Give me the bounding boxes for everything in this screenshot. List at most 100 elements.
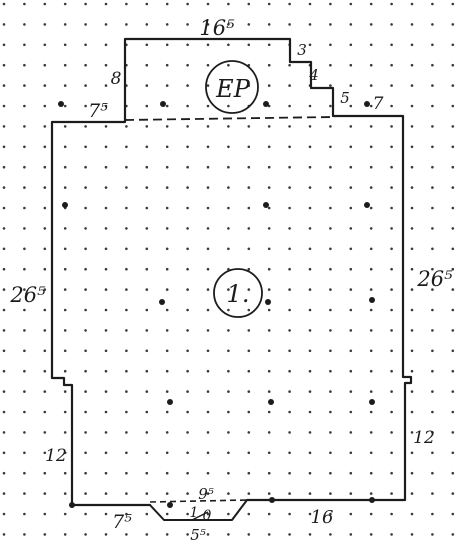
grid-dot xyxy=(308,369,312,373)
grid-dot xyxy=(288,206,291,210)
grid-dot xyxy=(390,369,393,373)
grid-dot xyxy=(329,227,332,230)
grid-dot xyxy=(145,227,149,230)
grid-dot xyxy=(227,186,230,189)
grid-marker-dot xyxy=(58,101,64,107)
grid-dot xyxy=(125,247,128,251)
grid-dot xyxy=(410,329,414,332)
grid-dot xyxy=(43,492,47,495)
grid-dot xyxy=(165,369,169,373)
grid-dot xyxy=(329,410,332,414)
grid-dot xyxy=(165,390,169,393)
grid-dot xyxy=(267,329,271,332)
grid-dot xyxy=(227,369,230,373)
dim-bottom-left: 7⁵ xyxy=(112,511,132,533)
grid-dot xyxy=(451,451,455,455)
grid-dot xyxy=(125,186,128,189)
grid-dot xyxy=(227,23,230,26)
grid-dot xyxy=(390,165,393,169)
grid-dot xyxy=(165,533,169,536)
grid-dot xyxy=(2,23,6,26)
grid-dot xyxy=(308,492,312,495)
grid-dot xyxy=(145,533,149,536)
grid-dot xyxy=(431,206,434,210)
grid-dot xyxy=(410,2,414,6)
grid-dot xyxy=(247,247,251,251)
grid-dot xyxy=(206,308,210,312)
grid-dot xyxy=(349,84,353,87)
grid-dot xyxy=(308,512,312,516)
grid-dot xyxy=(329,390,332,393)
dim-top-edge: 16⁵ xyxy=(199,16,235,40)
grid-dot xyxy=(267,410,271,414)
grid-dot xyxy=(43,390,47,393)
grid-dot xyxy=(23,247,26,251)
grid-dot xyxy=(431,125,434,128)
grid-dot xyxy=(23,471,26,475)
grid-dot xyxy=(288,349,291,353)
grid-dot xyxy=(125,512,128,516)
grid-dot xyxy=(63,247,67,251)
grid-dot xyxy=(247,533,251,536)
grid-marker-dot xyxy=(159,299,165,305)
grid-dot xyxy=(43,43,47,47)
grid-dot xyxy=(84,206,87,210)
grid-dot xyxy=(43,471,47,475)
grid-dot xyxy=(186,247,189,251)
grid-dot xyxy=(165,104,169,108)
grid-dot xyxy=(247,2,251,6)
grid-dot xyxy=(84,84,87,87)
grid-dot xyxy=(206,206,210,210)
grid-dot xyxy=(349,369,353,373)
grid-dot xyxy=(227,308,230,312)
grid-dot xyxy=(308,145,312,149)
grid-dot xyxy=(104,492,108,495)
grid-dot xyxy=(410,267,414,271)
grid-dot xyxy=(104,2,108,6)
grid-dot xyxy=(23,165,26,169)
grid-marker-dot xyxy=(263,202,269,208)
grid-dot xyxy=(410,186,414,189)
grid-dot xyxy=(206,533,210,536)
grid-dot xyxy=(165,125,169,128)
grid-dot xyxy=(288,288,291,291)
grid-dot xyxy=(23,533,26,536)
grid-dot xyxy=(329,471,332,475)
grid-dot xyxy=(288,84,291,87)
grid-dot xyxy=(431,308,434,312)
grid-marker-dot xyxy=(364,202,370,208)
grid-dot xyxy=(369,2,373,6)
grid-dot xyxy=(431,431,434,434)
grid-dot xyxy=(247,23,251,26)
grid-dot xyxy=(349,247,353,251)
grid-dot xyxy=(104,227,108,230)
dim-right-lower: 12 xyxy=(413,428,435,448)
grid-dot xyxy=(145,23,149,26)
grid-dot xyxy=(369,43,373,47)
grid-dot xyxy=(84,267,87,271)
grid-dot xyxy=(63,288,67,291)
grid-dot xyxy=(390,84,393,87)
grid-dot xyxy=(84,492,87,495)
grid-dot xyxy=(206,329,210,332)
grid-dot xyxy=(104,63,108,67)
grid-dot xyxy=(349,308,353,312)
grid-dot xyxy=(451,512,455,516)
grid-dot xyxy=(206,471,210,475)
grid-dot xyxy=(431,267,434,271)
dim-right-side: 26⁵ xyxy=(416,267,453,291)
grid-dot xyxy=(267,63,271,67)
grid-dot xyxy=(145,308,149,312)
grid-dot xyxy=(63,471,67,475)
grid-dot xyxy=(329,492,332,495)
grid-dot xyxy=(349,410,353,414)
grid-dot xyxy=(227,410,230,414)
grid-dot xyxy=(267,390,271,393)
grid-dot xyxy=(247,84,251,87)
grid-dot xyxy=(431,288,434,291)
grid-dot xyxy=(165,186,169,189)
grid-dot xyxy=(63,125,67,128)
grid-dot xyxy=(349,125,353,128)
grid-dot xyxy=(369,390,373,393)
dim-top-right: 7 xyxy=(373,94,384,114)
